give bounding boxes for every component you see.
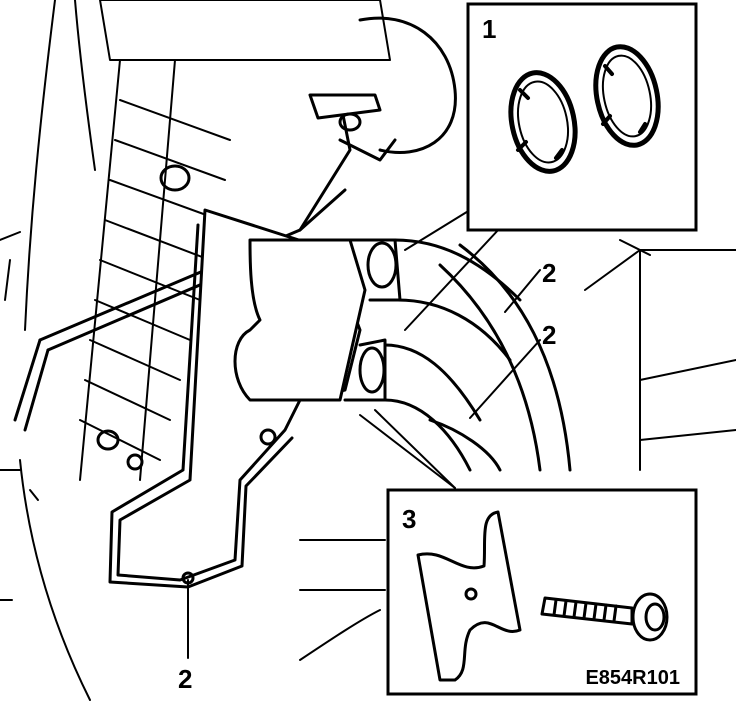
callout-2-middle: 2	[542, 320, 556, 350]
callout-2-lower: 2	[178, 664, 192, 694]
component-housing	[338, 16, 457, 162]
o-ring-right	[593, 44, 661, 148]
detail-3-inset: 3 E854R101	[386, 488, 698, 696]
detail-1-number: 1	[482, 14, 496, 44]
callout-2-upper: 2	[542, 258, 556, 288]
hose-connectors	[233, 238, 572, 472]
radiator-fins	[79, 0, 391, 481]
mounting-bolt	[540, 592, 669, 642]
detail-1-inset: 1	[466, 2, 698, 232]
detail-3-number: 3	[402, 504, 416, 534]
support-rods	[13, 93, 382, 432]
bracket-plate	[416, 510, 522, 682]
figure-code: E854R101	[585, 667, 680, 689]
o-ring-left	[508, 70, 578, 174]
